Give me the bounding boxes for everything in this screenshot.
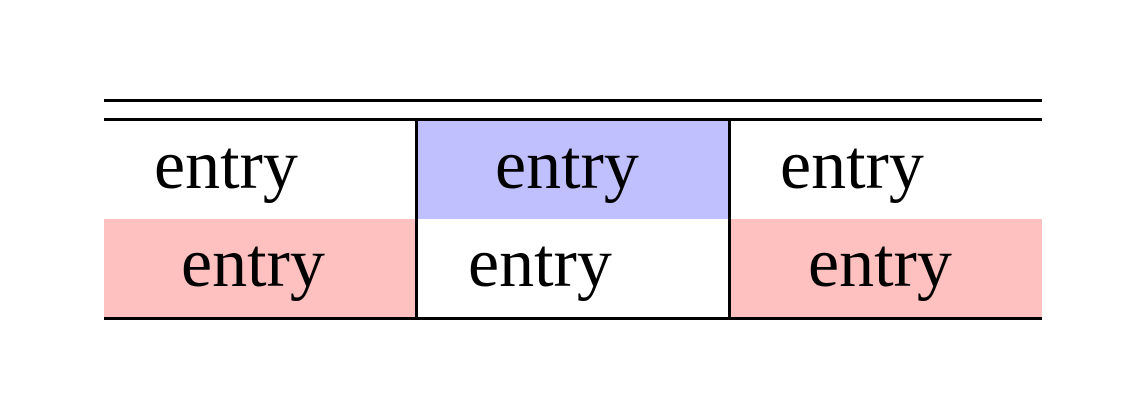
top-rule-inner [104,118,1042,121]
column-divider-1 [415,120,418,318]
bottom-rule [104,317,1042,320]
cell-r1-c2: entry [418,121,728,219]
cell-text: entry [808,225,952,302]
top-rule-outer [104,99,1042,102]
cell-text: entry [468,225,612,302]
cell-r2-c1: entry [104,219,415,317]
cell-r2-c3: entry [731,219,1042,317]
cell-r1-c3: entry [731,121,1042,219]
cell-r2-c2: entry [418,219,728,317]
cell-text: entry [181,225,325,302]
column-divider-2 [728,120,731,318]
cell-text: entry [495,127,639,204]
cell-text: entry [154,127,298,204]
cell-r1-c1: entry [104,121,415,219]
cell-text: entry [780,127,924,204]
